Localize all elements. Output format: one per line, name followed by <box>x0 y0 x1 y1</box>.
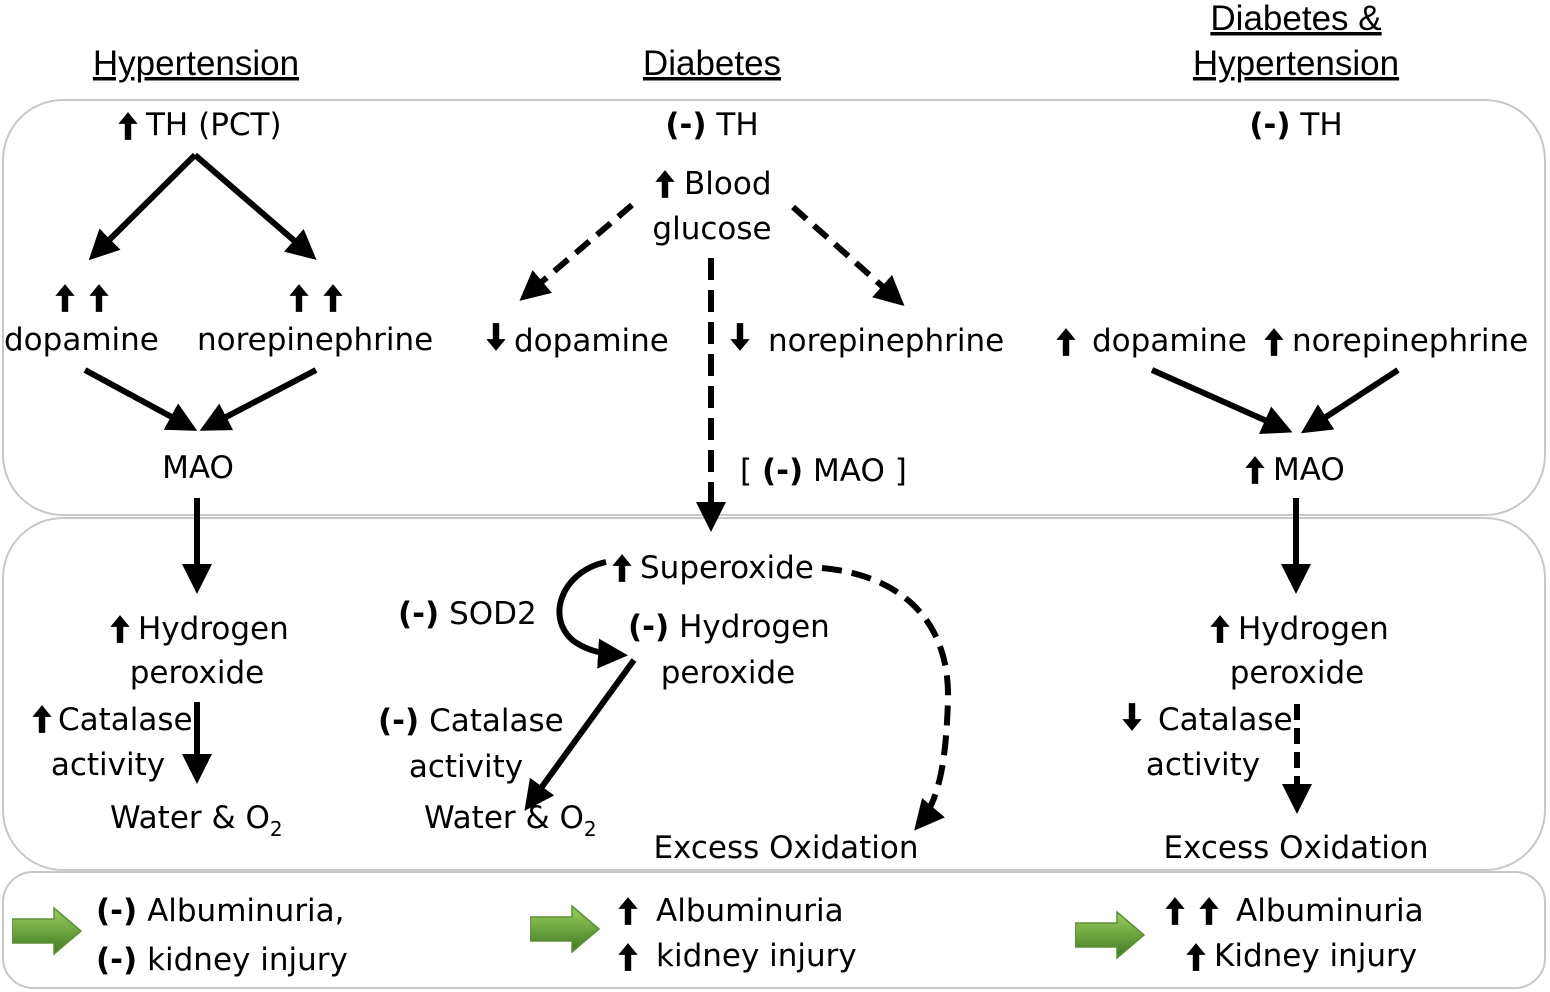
up-arrow-icon <box>1056 328 1076 356</box>
arrow-h2o2-to-water <box>524 658 637 811</box>
up-arrow-icon <box>55 284 75 312</box>
arrow-th-to-dopamine <box>88 152 198 261</box>
panel-neurotransmitters <box>2 99 1546 516</box>
th-label: (-) TH <box>665 107 758 143</box>
blood-glucose-line1: Blood <box>684 166 772 202</box>
superoxide-label: Superoxide <box>640 550 814 586</box>
up-arrow-icon <box>612 554 632 582</box>
h2o2-label-line1: Hydrogen <box>138 611 289 647</box>
arrow-dopamine-to-mao <box>1150 367 1293 434</box>
mao-label: MAO <box>1273 452 1345 488</box>
up-arrow-icon <box>89 284 109 312</box>
up-arrow-icon <box>1199 897 1219 925</box>
curved-arrow-superoxide-to-h2o2 <box>556 559 628 669</box>
excess-oxidation-label: Excess Oxidation <box>1163 830 1428 866</box>
up-arrow-icon <box>118 112 138 140</box>
up-arrow-icon <box>1165 897 1185 925</box>
catalase-label-line1: Catalase <box>1158 702 1293 738</box>
catalase-label-line2: activity <box>51 747 165 783</box>
dashed-curved-arrow-superoxide-to-excess <box>821 565 952 831</box>
th-label: (-) TH <box>1249 107 1342 143</box>
h2o2-label-line2: peroxide <box>661 655 796 691</box>
down-arrow-icon <box>1122 703 1142 731</box>
up-arrow-icon <box>1210 615 1230 643</box>
up-arrow-icon <box>655 170 675 198</box>
header-diabetes-hypertension-line1: Diabetes & <box>1210 0 1381 38</box>
up-arrow-icon <box>323 284 343 312</box>
h2o2-label-line2: peroxide <box>1230 655 1365 691</box>
th-pct-label: TH (PCT) <box>145 107 282 143</box>
dopamine-label: dopamine <box>514 323 669 359</box>
arrow-dopamine-to-mao <box>83 367 198 431</box>
up-arrow-icon <box>32 705 52 733</box>
arrow-norepinephrine-to-mao <box>199 367 318 431</box>
green-block-arrow-icon <box>12 907 82 955</box>
up-arrow-icon <box>289 284 309 312</box>
catalase-label-line1: Catalase <box>58 702 193 738</box>
excess-oxidation-label: Excess Oxidation <box>653 830 918 866</box>
water-o2-label: Water & O2 <box>110 800 283 841</box>
h2o2-label-line1: (-) Hydrogen <box>628 609 830 645</box>
catalase-label-line1: (-) Catalase <box>378 703 564 739</box>
header-diabetes-hypertension-line2: Hypertension <box>1193 44 1399 83</box>
dopamine-label: dopamine <box>1092 323 1247 359</box>
outcome-hypertension-line2: (-) kidney injury <box>96 942 348 978</box>
dopamine-label: dopamine <box>4 322 159 358</box>
h2o2-label-line1: Hydrogen <box>1238 611 1389 647</box>
h2o2-label-line2: peroxide <box>130 655 265 691</box>
norepinephrine-label: norepinephrine <box>197 322 433 358</box>
catalase-label-line2: activity <box>409 749 523 785</box>
norepinephrine-label: norepinephrine <box>1292 323 1528 359</box>
outcome-combined-line2: Kidney injury <box>1214 938 1417 974</box>
green-block-arrow-icon <box>1075 911 1145 959</box>
header-diabetes: Diabetes <box>643 44 781 83</box>
down-arrow-icon <box>730 323 750 351</box>
panel-oxidative-stress <box>2 517 1546 871</box>
dashed-arrow-glucose-to-dopamine <box>519 202 634 301</box>
outcome-hypertension-line1: (-) Albuminuria, <box>96 893 345 929</box>
water-o2-label: Water & O2 <box>424 800 597 841</box>
arrow-th-to-norepinephrine <box>193 152 317 260</box>
green-block-arrow-icon <box>530 905 600 953</box>
up-arrow-icon <box>110 615 130 643</box>
up-arrow-icon <box>1186 943 1206 971</box>
outcome-diabetes-line1: Albuminuria <box>656 893 844 929</box>
outcome-combined-line1: Albuminuria <box>1236 893 1424 929</box>
catalase-label-line2: activity <box>1146 747 1260 783</box>
up-arrow-icon <box>1264 328 1284 356</box>
norepinephrine-label: norepinephrine <box>768 323 1004 359</box>
blood-glucose-line2: glucose <box>652 211 771 247</box>
arrow-norepinephrine-to-mao <box>1300 367 1400 434</box>
outcome-diabetes-line2: kidney injury <box>656 938 857 974</box>
sod2-label: (-) SOD2 <box>398 596 537 632</box>
panel-outcomes <box>2 871 1546 989</box>
up-arrow-icon <box>618 943 638 971</box>
dashed-arrow-glucose-to-norepinephrine <box>791 204 905 306</box>
down-arrow-icon <box>486 323 506 351</box>
mao-label: MAO <box>162 450 234 486</box>
header-hypertension: Hypertension <box>93 44 299 83</box>
up-arrow-icon <box>618 897 638 925</box>
up-arrow-icon <box>1245 456 1265 484</box>
mao-inhibited-label: [ (-) MAO ] <box>740 453 907 489</box>
